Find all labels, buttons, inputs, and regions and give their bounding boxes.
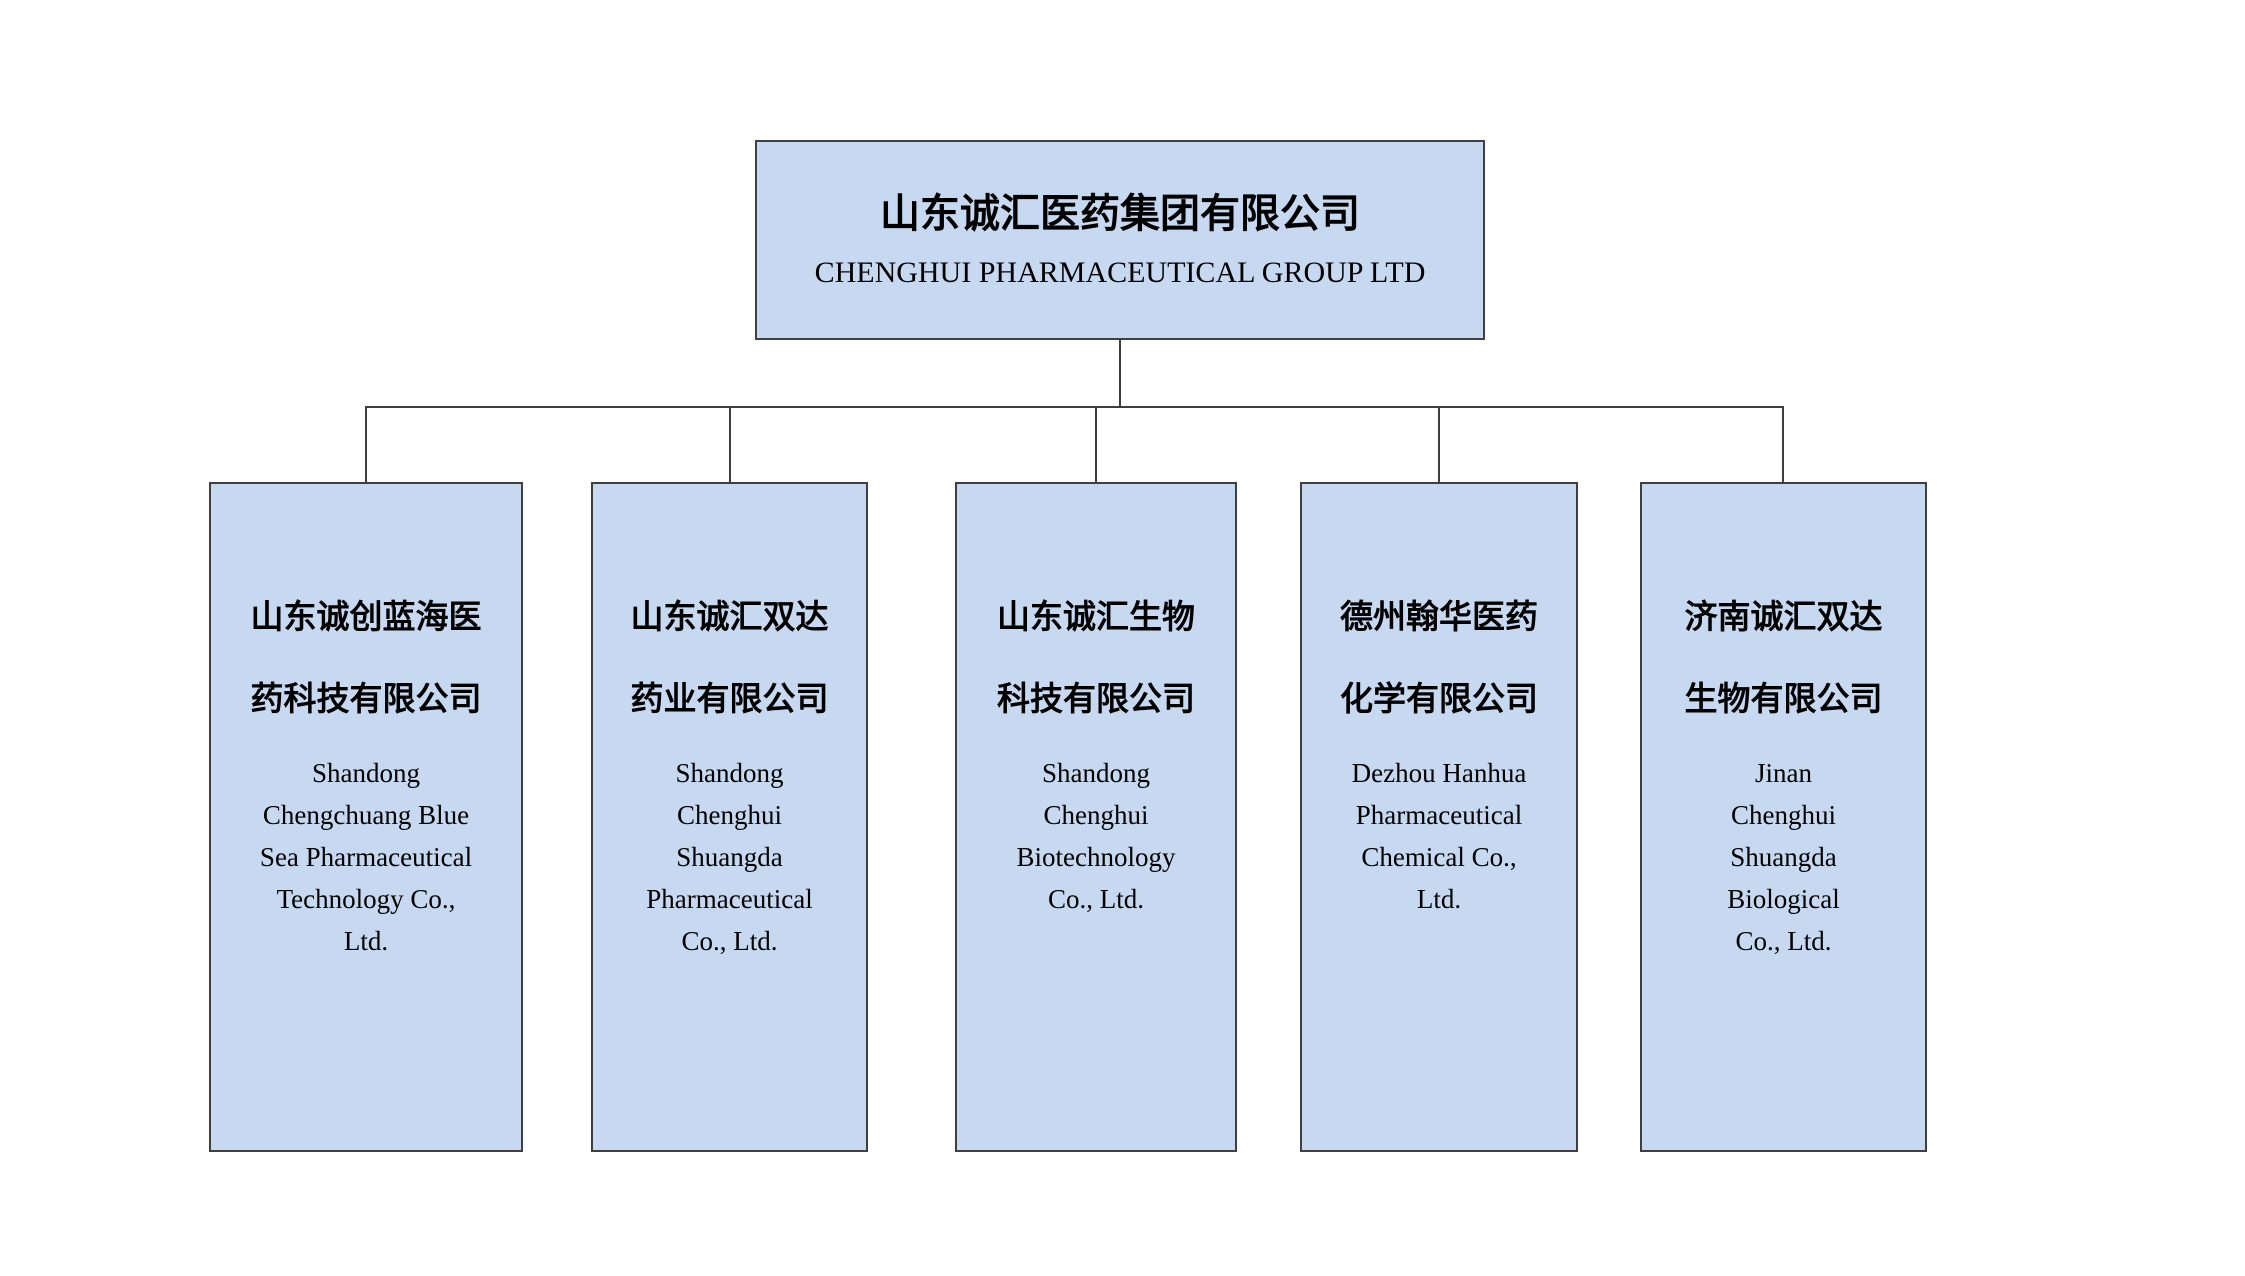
connector-drop-2: [729, 406, 731, 482]
connector-horizontal: [365, 406, 1784, 408]
root-company-name-en: CHENGHUI PHARMACEUTICAL GROUP LTD: [814, 256, 1426, 290]
subsidiary-box-chenghui-shuangda-pharma: 山东诚汇双达 药业有限公司 Shandong Chenghui Shuangda…: [591, 482, 868, 1152]
subsidiary-box-dezhou-hanhua: 德州翰华医药 化学有限公司 Dezhou Hanhua Pharmaceutic…: [1300, 482, 1578, 1152]
subsidiary-name-en: Dezhou Hanhua Pharmaceutical Chemical Co…: [1351, 758, 1527, 914]
subsidiary-name-en: Shandong Chenghui Shuangda Pharmaceutica…: [646, 758, 813, 956]
subsidiary-box-chengchuang-blue-sea: 山东诚创蓝海医 药科技有限公司 Shandong Chengchuang Blu…: [209, 482, 523, 1152]
subsidiary-name-zh: 德州翰华医药 化学有限公司: [1340, 598, 1538, 717]
connector-drop-4: [1438, 406, 1440, 482]
root-company-name-zh: 山东诚汇医药集团有限公司: [880, 192, 1360, 237]
subsidiary-name-zh: 山东诚创蓝海医 药科技有限公司: [250, 598, 482, 717]
subsidiary-name-en: Shandong Chenghui Biotechnology Co., Ltd…: [1016, 758, 1176, 914]
connector-drop-5: [1782, 406, 1784, 482]
connector-drop-1: [365, 406, 367, 482]
root-company-box: 山东诚汇医药集团有限公司 CHENGHUI PHARMACEUTICAL GRO…: [755, 140, 1485, 340]
subsidiary-name-zh: 山东诚汇生物 科技有限公司: [997, 598, 1195, 717]
subsidiary-name-en: Shandong Chengchuang Blue Sea Pharmaceut…: [259, 758, 473, 956]
subsidiary-name-en: Jinan Chenghui Shuangda Biological Co., …: [1727, 758, 1840, 956]
connector-drop-3: [1095, 406, 1097, 482]
subsidiary-name-zh: 济南诚汇双达 生物有限公司: [1684, 598, 1883, 717]
subsidiary-box-jinan-chenghui-shuangda: 济南诚汇双达 生物有限公司 Jinan Chenghui Shuangda Bi…: [1640, 482, 1927, 1152]
connector-stem: [1119, 340, 1121, 408]
subsidiary-name-zh: 山东诚汇双达 药业有限公司: [630, 598, 829, 717]
subsidiary-box-chenghui-biotechnology: 山东诚汇生物 科技有限公司 Shandong Chenghui Biotechn…: [955, 482, 1237, 1152]
